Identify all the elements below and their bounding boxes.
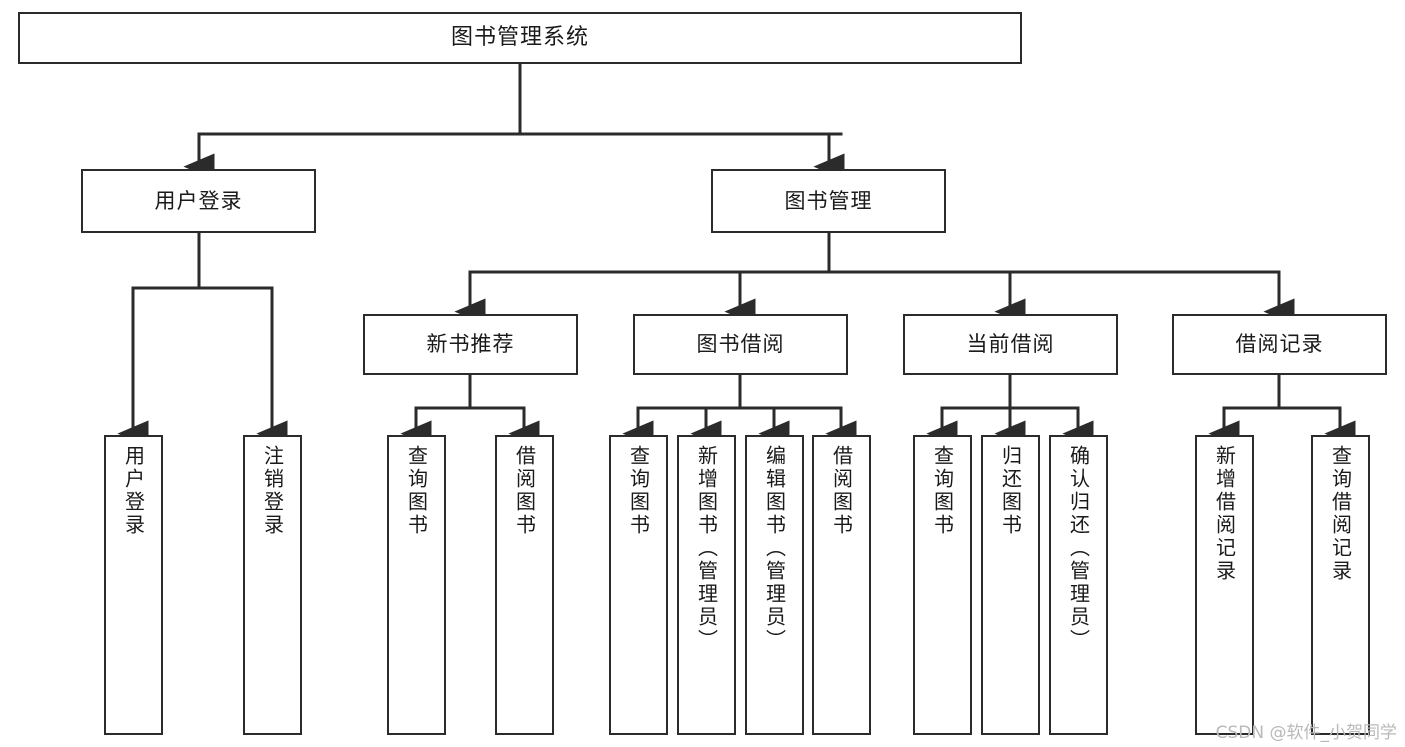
node-label: 查询借阅记录 [1328, 445, 1353, 583]
node-label: 图书管理 [784, 188, 873, 213]
node-label: 查询图书 [404, 445, 429, 537]
node-leaf-logout-login[interactable]: 注销登录 [243, 435, 302, 735]
node-label: 新书推荐 [426, 332, 515, 357]
node-root-book-management-system[interactable]: 图书管理系统 [18, 12, 1022, 64]
node-label: 编辑图书（管理员） [762, 445, 787, 652]
node-leaf-borrow-book-2[interactable]: 借阅图书 [812, 435, 871, 735]
node-current-borrow[interactable]: 当前借阅 [903, 314, 1118, 375]
node-leaf-add-record[interactable]: 新增借阅记录 [1195, 435, 1254, 735]
node-label: 用户登录 [154, 188, 243, 213]
node-label: 注销登录 [260, 445, 285, 537]
node-leaf-user-login[interactable]: 用户登录 [104, 435, 163, 735]
node-label: 查询图书 [626, 445, 651, 537]
node-leaf-borrow-book-1[interactable]: 借阅图书 [495, 435, 554, 735]
node-label: 新增图书（管理员） [694, 445, 719, 652]
node-label: 查询图书 [930, 445, 955, 537]
node-leaf-query-book-1[interactable]: 查询图书 [387, 435, 446, 735]
node-label: 用户登录 [121, 445, 146, 537]
node-leaf-confirm-return[interactable]: 确认归还（管理员） [1049, 435, 1108, 735]
node-leaf-edit-book[interactable]: 编辑图书（管理员） [745, 435, 804, 735]
node-leaf-query-book-2[interactable]: 查询图书 [609, 435, 668, 735]
node-book-manage[interactable]: 图书管理 [711, 169, 946, 233]
node-label: 确认归还（管理员） [1066, 445, 1091, 652]
node-borrow-record[interactable]: 借阅记录 [1172, 314, 1387, 375]
node-leaf-add-book[interactable]: 新增图书（管理员） [677, 435, 736, 735]
node-new-book-rec[interactable]: 新书推荐 [363, 314, 578, 375]
watermark-text: CSDN @软件_小贺同学 [1215, 723, 1397, 743]
node-label: 借阅记录 [1235, 332, 1324, 357]
node-book-borrow[interactable]: 图书借阅 [633, 314, 848, 375]
node-label: 借阅图书 [829, 445, 854, 537]
node-label: 归还图书 [998, 445, 1023, 537]
node-label: 借阅图书 [512, 445, 537, 537]
node-user-login[interactable]: 用户登录 [81, 169, 316, 233]
node-label: 新增借阅记录 [1212, 445, 1237, 583]
node-label: 图书管理系统 [450, 25, 589, 51]
node-label: 当前借阅 [966, 332, 1055, 357]
node-leaf-return-book[interactable]: 归还图书 [981, 435, 1040, 735]
node-leaf-query-record[interactable]: 查询借阅记录 [1311, 435, 1370, 735]
node-label: 图书借阅 [696, 332, 785, 357]
node-leaf-query-book-3[interactable]: 查询图书 [913, 435, 972, 735]
